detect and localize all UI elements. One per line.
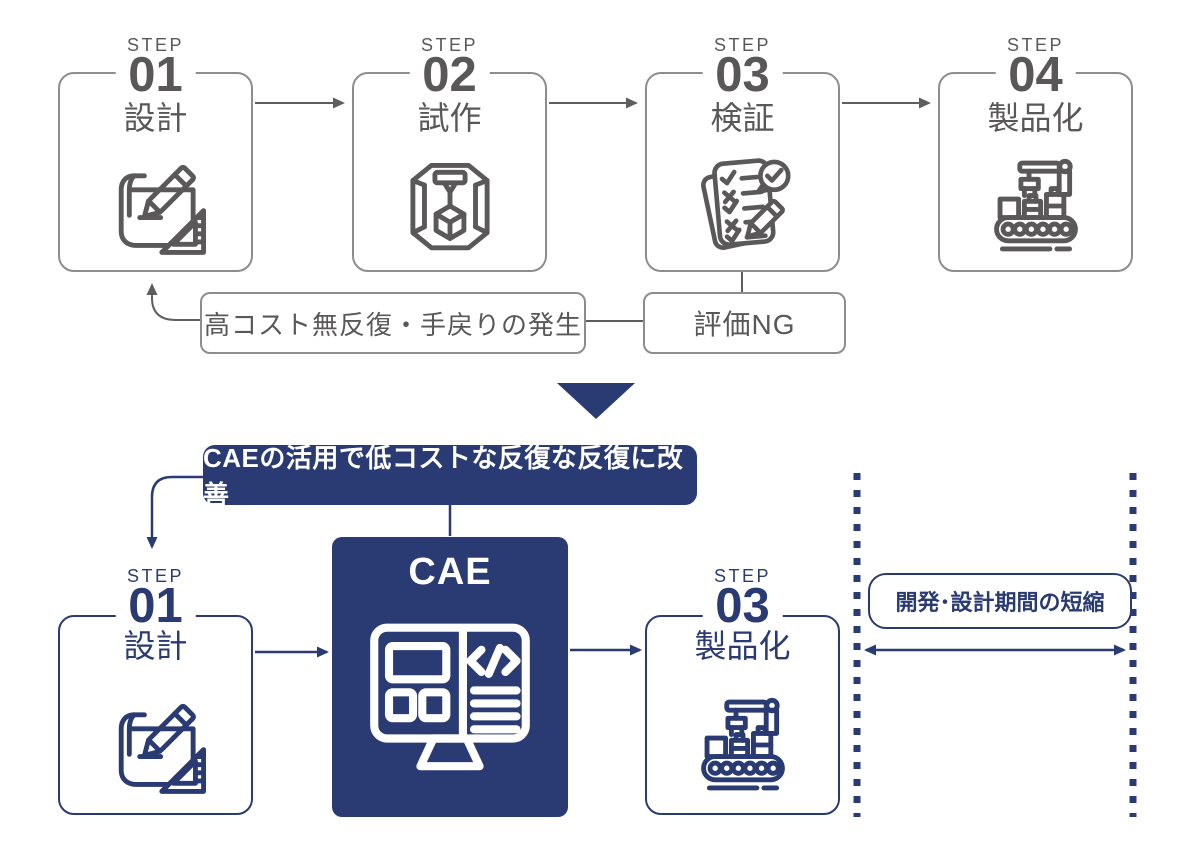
step-word: STEP: [713, 35, 771, 55]
evaluation-ng-box: 評価NG: [643, 292, 846, 354]
blueprint-icon: [98, 687, 214, 803]
duration-label-box: 開発･設計期間の短縮: [868, 573, 1132, 629]
step-box-top-prototype: STEP 02 試作: [352, 36, 547, 288]
arrow-banner-to-step01: [146, 475, 203, 549]
step-name: 検証: [710, 100, 775, 136]
step-number: 01: [115, 51, 196, 100]
3d-printer-icon: [392, 148, 508, 264]
step-number: 03: [702, 51, 783, 100]
checklist-icon: [685, 148, 801, 264]
step-box-bottom-production: STEP 03 製品化: [645, 567, 840, 819]
step-word: STEP: [420, 35, 478, 55]
step-name: 試作: [417, 100, 482, 136]
transition-triangle: [557, 383, 635, 419]
cae-title: CAE: [408, 551, 492, 593]
improvement-banner: CAEの活用で低コストな反復な反復に改善: [203, 443, 697, 510]
arrow-feedback-to-step1: [146, 283, 200, 321]
step-number: 04: [995, 51, 1076, 100]
step-box-bottom-design: STEP 01 設計: [58, 567, 253, 819]
feedback-box: 高コスト無反復・手戻りの発生: [200, 292, 586, 354]
step-number: 03: [702, 582, 783, 631]
step-word: STEP: [126, 35, 184, 55]
step-word: STEP: [1006, 35, 1064, 55]
blueprint-icon: [98, 148, 214, 264]
step-name: 設計: [123, 628, 188, 664]
step-name: 製品化: [694, 628, 791, 664]
cae-monitor-icon: [357, 611, 543, 781]
step-box-top-production: STEP 04 製品化: [938, 36, 1133, 288]
step-name: 設計: [123, 100, 188, 136]
step-word: STEP: [126, 566, 184, 586]
step-box-top-design: STEP 01 設計: [58, 36, 253, 288]
step-number: 01: [115, 582, 196, 631]
step-word: STEP: [713, 566, 771, 586]
cae-box: CAE: [332, 537, 568, 817]
step-name: 製品化: [987, 100, 1084, 136]
factory-line-icon: [978, 148, 1094, 264]
step-number: 02: [409, 51, 490, 100]
factory-line-icon: [685, 687, 801, 803]
step-box-top-verify: STEP 03 検証: [645, 36, 840, 288]
